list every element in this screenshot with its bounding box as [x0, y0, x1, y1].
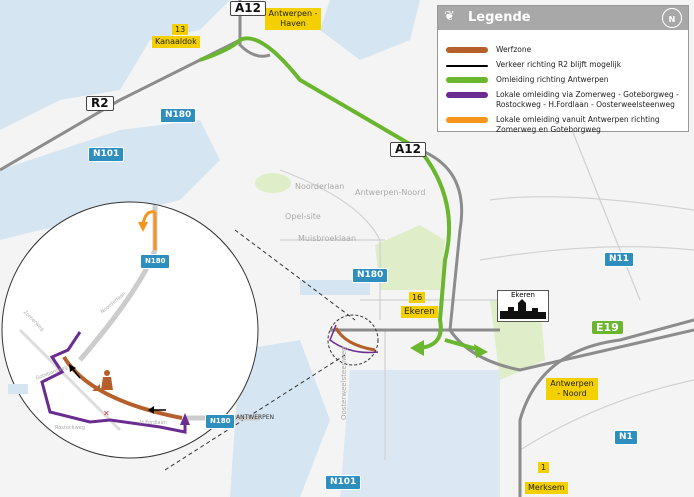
exit-kanaaldok: Kanaaldok	[152, 36, 200, 48]
legend-label: Omleiding richting Antwerpen	[496, 75, 609, 84]
legend-label: Verkeer richting R2 blijft mogelijk	[496, 60, 622, 69]
shield-n101: N101	[88, 147, 125, 162]
shield-n101: N101	[325, 475, 362, 490]
inset-fordlaan: H.Fordlaan	[140, 420, 167, 426]
legend-item-werfzone: Werfzone	[446, 45, 688, 55]
zoom-area-circle	[327, 314, 379, 366]
swatch	[446, 117, 488, 123]
shield-n11: N11	[604, 252, 635, 267]
zoom-connector	[164, 354, 346, 471]
town-sign-label: Ekeren	[510, 291, 535, 299]
inset-rostockweg: Rostockweg	[55, 425, 85, 431]
zoom-connector	[234, 229, 356, 321]
inset-shield-n180: N180	[140, 254, 171, 269]
legend-item-omleiding: Omleiding richting Antwerpen	[446, 75, 688, 85]
north-arrow-icon: N	[662, 8, 682, 28]
shield-n180: N180	[352, 268, 389, 283]
roadworks-icon	[92, 370, 113, 391]
arrow-icon	[446, 65, 488, 67]
legend-item-lokale-omleiding-antwerpen: Lokale omleiding vanuit Antwerpen richti…	[446, 115, 688, 135]
closed-icon: ✕	[103, 409, 110, 418]
exit-ekeren: Ekeren	[401, 306, 438, 318]
minor-roads	[279, 99, 694, 460]
street-muisbroeklaan: Muisbroeklaan	[298, 234, 357, 243]
exit-antwerpen-haven: Antwerpen - Haven	[265, 8, 321, 30]
town-sign-ekeren: Ekeren	[497, 290, 549, 322]
skyline-icon	[500, 299, 546, 319]
shield-a12: A12	[230, 1, 266, 16]
green-arrow-icon	[474, 344, 488, 358]
legend-title: Legende	[468, 10, 531, 25]
street-oosterweelsteenweg: Oosterweelsteenweg	[340, 346, 348, 420]
green-arrow-icon	[410, 340, 424, 356]
exit-antwerpen-noord: Antwerpen - Noord	[546, 378, 598, 400]
exit-number: 16	[409, 292, 426, 303]
exit-merksem: Merksem	[525, 482, 568, 494]
legend-item-verkeer: Verkeer richting R2 blijft mogelijk	[446, 60, 688, 70]
inset-shield-n180: N180	[205, 414, 236, 429]
legend-item-lokale-omleiding: Lokale omleiding via Zomerweg - Goteborg…	[446, 90, 688, 110]
shield-n180: N180	[160, 108, 197, 123]
purple-route-small	[329, 324, 379, 354]
exit-number: 13	[172, 24, 189, 35]
opel-site: Opel-site	[285, 212, 321, 221]
legend-logo-icon: ❦	[444, 9, 455, 24]
werfzone-small	[334, 327, 376, 352]
inset-antwerpen: ANTWERPEN	[236, 414, 275, 421]
station-antwerpen-noord: Antwerpen-Noord	[355, 188, 426, 197]
exit-number: 1	[538, 462, 550, 473]
shield-r2: R2	[86, 96, 114, 111]
shield-e19: E19	[592, 321, 623, 334]
swatch	[446, 92, 488, 98]
legend-label: Lokale omleiding vanuit Antwerpen richti…	[496, 115, 660, 134]
inset-detail: ✕	[1, 201, 260, 459]
legend-label: Lokale omleiding via Zomerweg - Goteborg…	[496, 90, 679, 109]
legend-header: ❦ Legende N	[438, 6, 688, 30]
shield-n1: N1	[614, 430, 638, 445]
legend-label: Werfzone	[496, 45, 532, 54]
swatch	[446, 77, 488, 83]
legend-panel: ❦ Legende N Werfzone Verkeer richting R2…	[437, 5, 689, 135]
swatch	[446, 47, 488, 53]
street-noorderlaan: Noorderlaan	[295, 182, 345, 191]
shield-a12: A12	[390, 142, 426, 157]
